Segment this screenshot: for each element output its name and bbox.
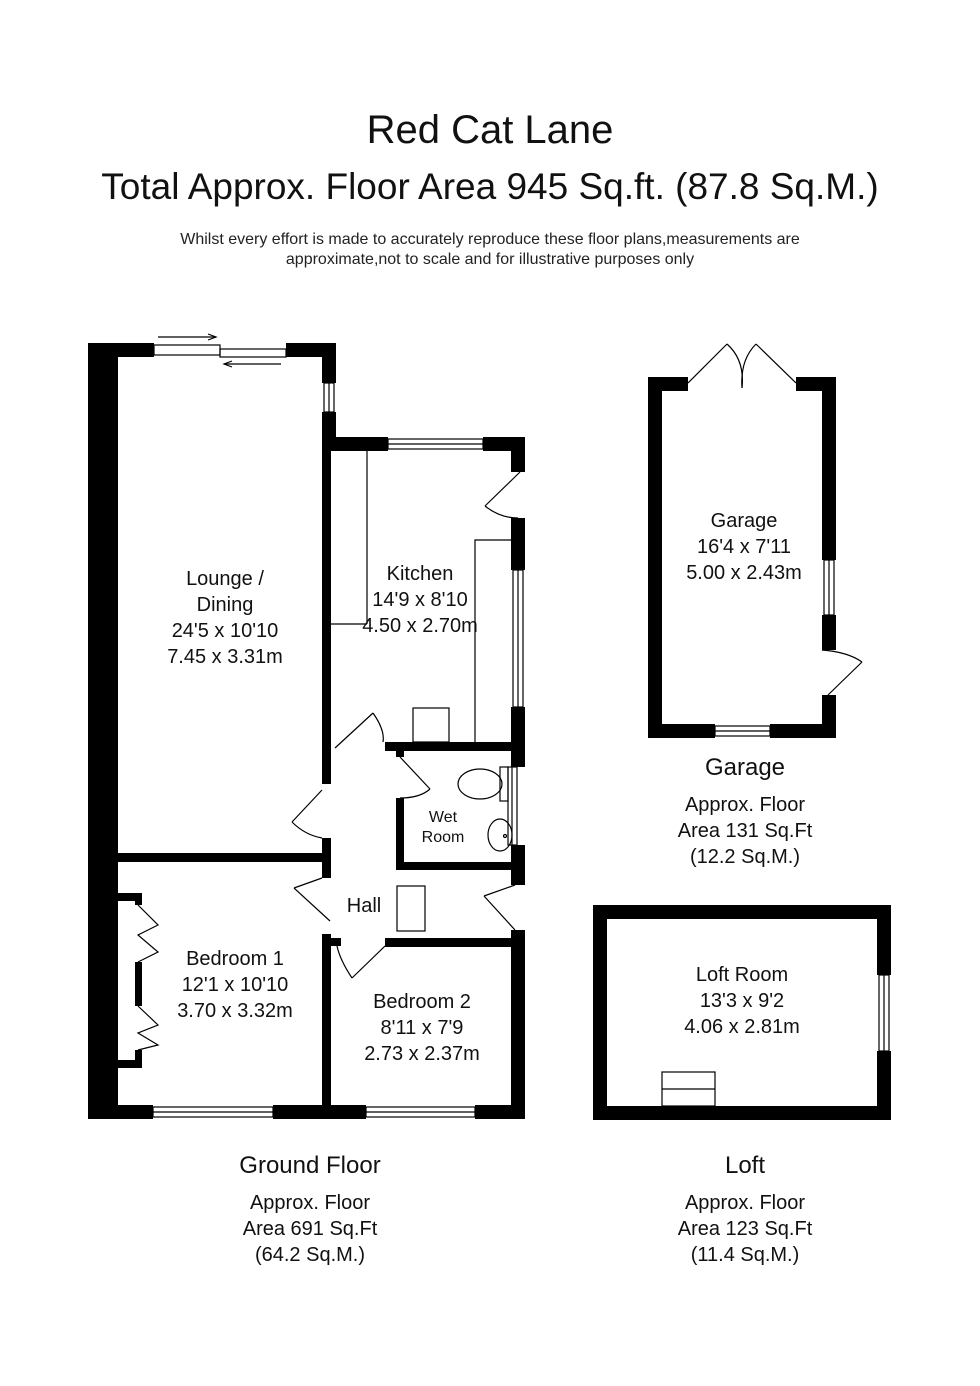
room-label-wet-room: Wet Room (421, 809, 465, 846)
garage-fixtures (687, 343, 863, 737)
page-title: Red Cat Lane (366, 108, 614, 152)
floor-summary-ground: Ground Floor Approx. Floor Area 691 Sq.F… (239, 1152, 381, 1266)
room-label-lounge-dining: Lounge / Dining 24'5 x 10'10 7.45 x 3.31… (167, 568, 283, 668)
room-label-kitchen: Kitchen 14'9 x 8'10 4.50 x 2.70m (362, 563, 478, 637)
floor-summary-loft: Loft Approx. Floor Area 123 Sq.Ft (11.4 … (677, 1152, 813, 1266)
ground-floor-fixtures (136, 333, 524, 1118)
total-floor-area: Total Approx. Floor Area 945 Sq.ft. (87.… (101, 166, 879, 207)
ground-floor-walls (88, 343, 525, 1119)
room-label-bedroom-2: Bedroom 2 8'11 x 7'9 2.73 x 2.37m (364, 991, 480, 1065)
loft-walls (593, 905, 891, 1120)
room-label-hall: Hall (346, 895, 382, 917)
floor-summary-garage: Garage Approx. Floor Area 131 Sq.Ft (12.… (677, 754, 813, 868)
disclaimer-line-2: approximate,not to scale and for illustr… (285, 251, 695, 268)
room-label-loft-room: Loft Room 13'3 x 9'2 4.06 x 2.81m (684, 964, 800, 1038)
room-label-bedroom-1: Bedroom 1 12'1 x 10'10 3.70 x 3.32m (177, 948, 293, 1022)
room-label-garage: Garage 16'4 x 7'11 5.00 x 2.43m (686, 510, 802, 584)
disclaimer: Whilst every effort is made to accuratel… (0, 230, 980, 270)
loft-fixtures (661, 974, 890, 1107)
disclaimer-line-1: Whilst every effort is made to accuratel… (180, 231, 800, 248)
garage-walls (648, 377, 836, 738)
